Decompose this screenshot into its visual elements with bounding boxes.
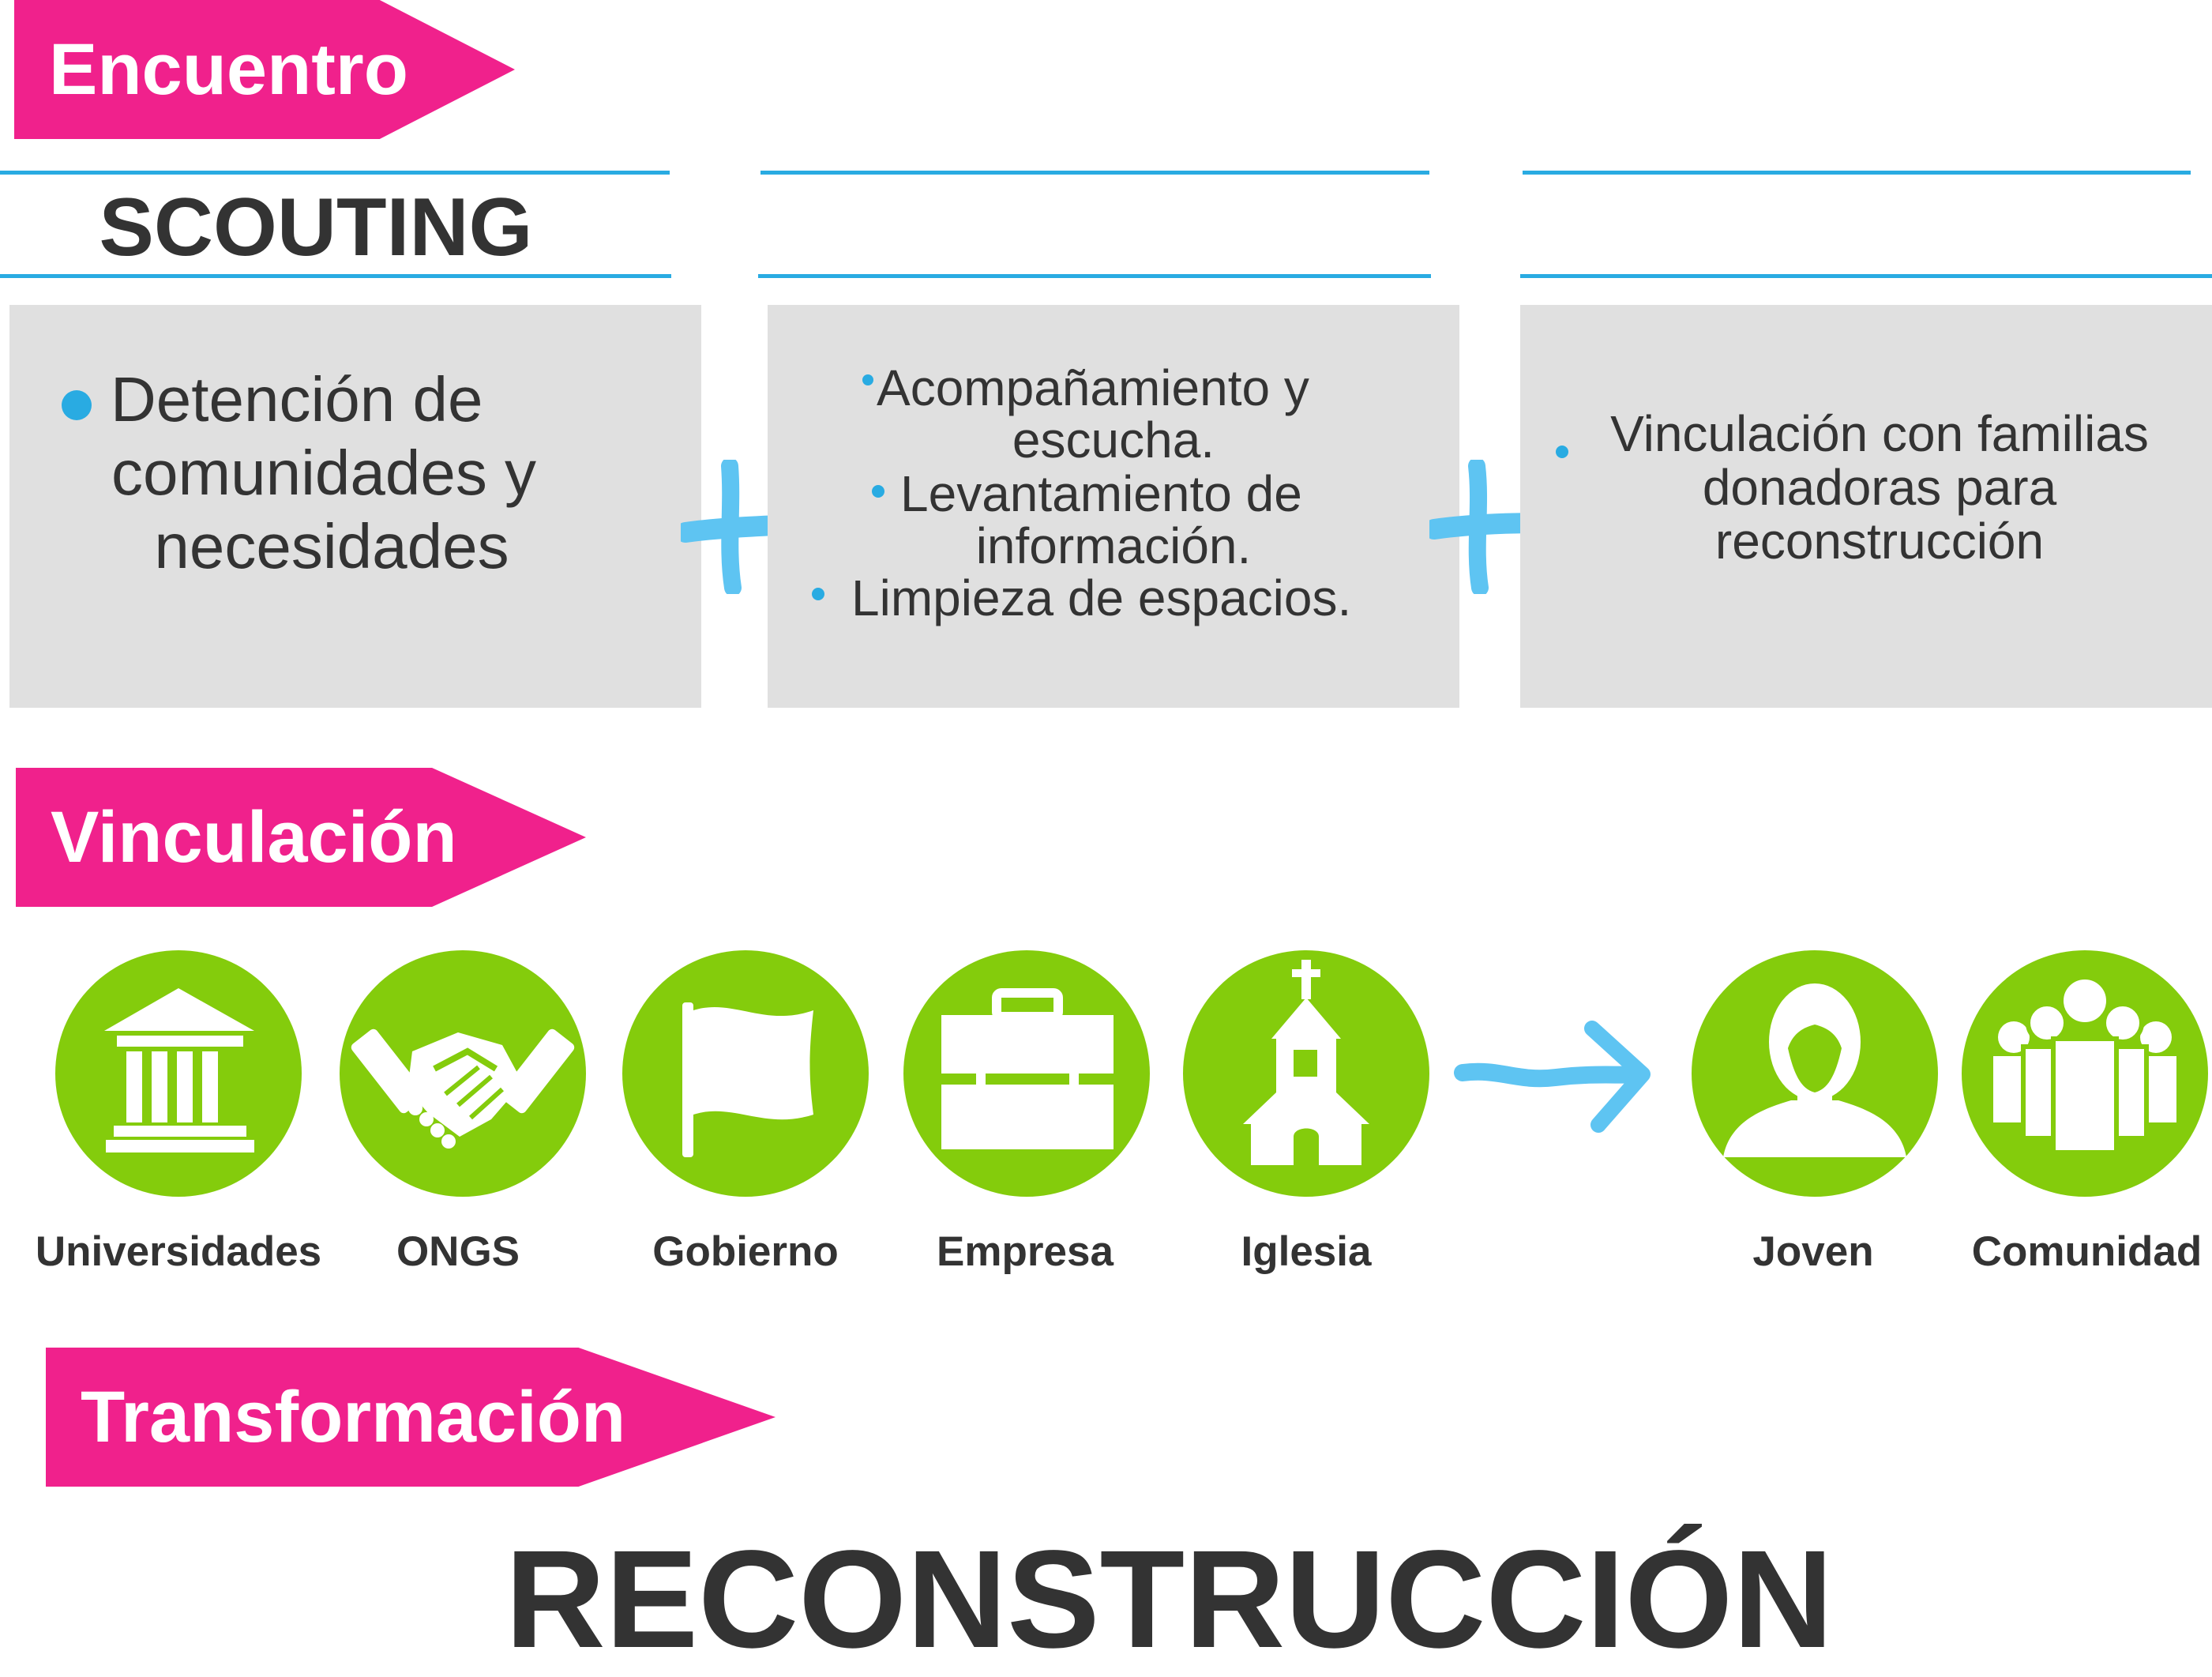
bullet-icon — [62, 390, 92, 420]
vinculacion-label: Vinculación — [51, 797, 457, 878]
transformacion-label: Transformación — [81, 1377, 626, 1457]
box2-line-1: Acompañamiento y — [877, 359, 1309, 416]
scouting-box-2 — [768, 305, 1459, 708]
bullet-icon — [1556, 446, 1568, 458]
box1-line-2: comunidades y — [111, 438, 537, 508]
box3-line-3: reconstrucción — [1714, 513, 2045, 570]
box2-line-2: escucha. — [1012, 412, 1215, 468]
box2-line-3: Levantamiento de — [900, 465, 1302, 522]
universidades-circle — [55, 950, 302, 1197]
beneficiary-label: Joven — [1752, 1228, 1874, 1275]
handshake-icon — [351, 1028, 575, 1149]
church-icon — [1243, 960, 1369, 1165]
transformacion-banner: Transformación — [46, 1348, 776, 1487]
bullet-icon — [872, 485, 884, 498]
header-line-bottom-2 — [758, 274, 1431, 278]
flag-icon — [682, 1002, 813, 1157]
gobierno-circle — [622, 950, 869, 1197]
reconstruccion-title: RECONSTRUCCIÓN — [505, 1522, 1834, 1677]
group-icon — [1993, 975, 2176, 1155]
box3-line-1: Vinculación con familias — [1610, 405, 2149, 462]
header-line-top-1 — [0, 171, 670, 175]
box3-line-2: donadoras para — [1702, 459, 2057, 516]
empresa-circle — [903, 950, 1150, 1197]
scouting-box-1 — [9, 305, 701, 708]
header-line-top-2 — [760, 171, 1429, 175]
actor-label: Universidades — [35, 1228, 322, 1275]
vinculacion-banner: Vinculación — [16, 768, 586, 907]
actor-label: Empresa — [937, 1228, 1114, 1275]
comunidad-circle — [1962, 950, 2208, 1197]
arrow-right-icon — [1454, 1021, 1651, 1133]
building-columns-icon — [104, 988, 254, 1152]
bullet-icon — [862, 374, 873, 385]
encuentro-label: Encuentro — [49, 29, 408, 110]
actor-label: Iglesia — [1241, 1228, 1372, 1275]
ongs-circle — [340, 950, 586, 1197]
encuentro-banner: Encuentro — [14, 0, 515, 139]
actor-label: ONGS — [396, 1228, 520, 1275]
box1-line-3: necesidades — [154, 511, 509, 581]
joven-circle — [1692, 950, 1938, 1197]
box2-line-4: información. — [975, 517, 1252, 574]
actor-label: Gobierno — [652, 1228, 839, 1275]
scouting-box-3 — [1520, 305, 2212, 708]
person-icon — [1723, 983, 1906, 1157]
scouting-title: SCOUTING — [99, 182, 533, 273]
box1-line-1: Detención de — [111, 364, 483, 434]
box2-line-5: Limpieza de espacios. — [851, 570, 1352, 626]
iglesia-circle — [1183, 950, 1429, 1197]
beneficiary-label: Comunidad — [1971, 1228, 2203, 1275]
header-line-bottom-3 — [1520, 274, 2212, 278]
header-line-top-3 — [1523, 171, 2191, 175]
bullet-icon — [812, 588, 824, 600]
briefcase-icon — [941, 988, 1114, 1149]
header-line-bottom-1 — [0, 274, 671, 278]
